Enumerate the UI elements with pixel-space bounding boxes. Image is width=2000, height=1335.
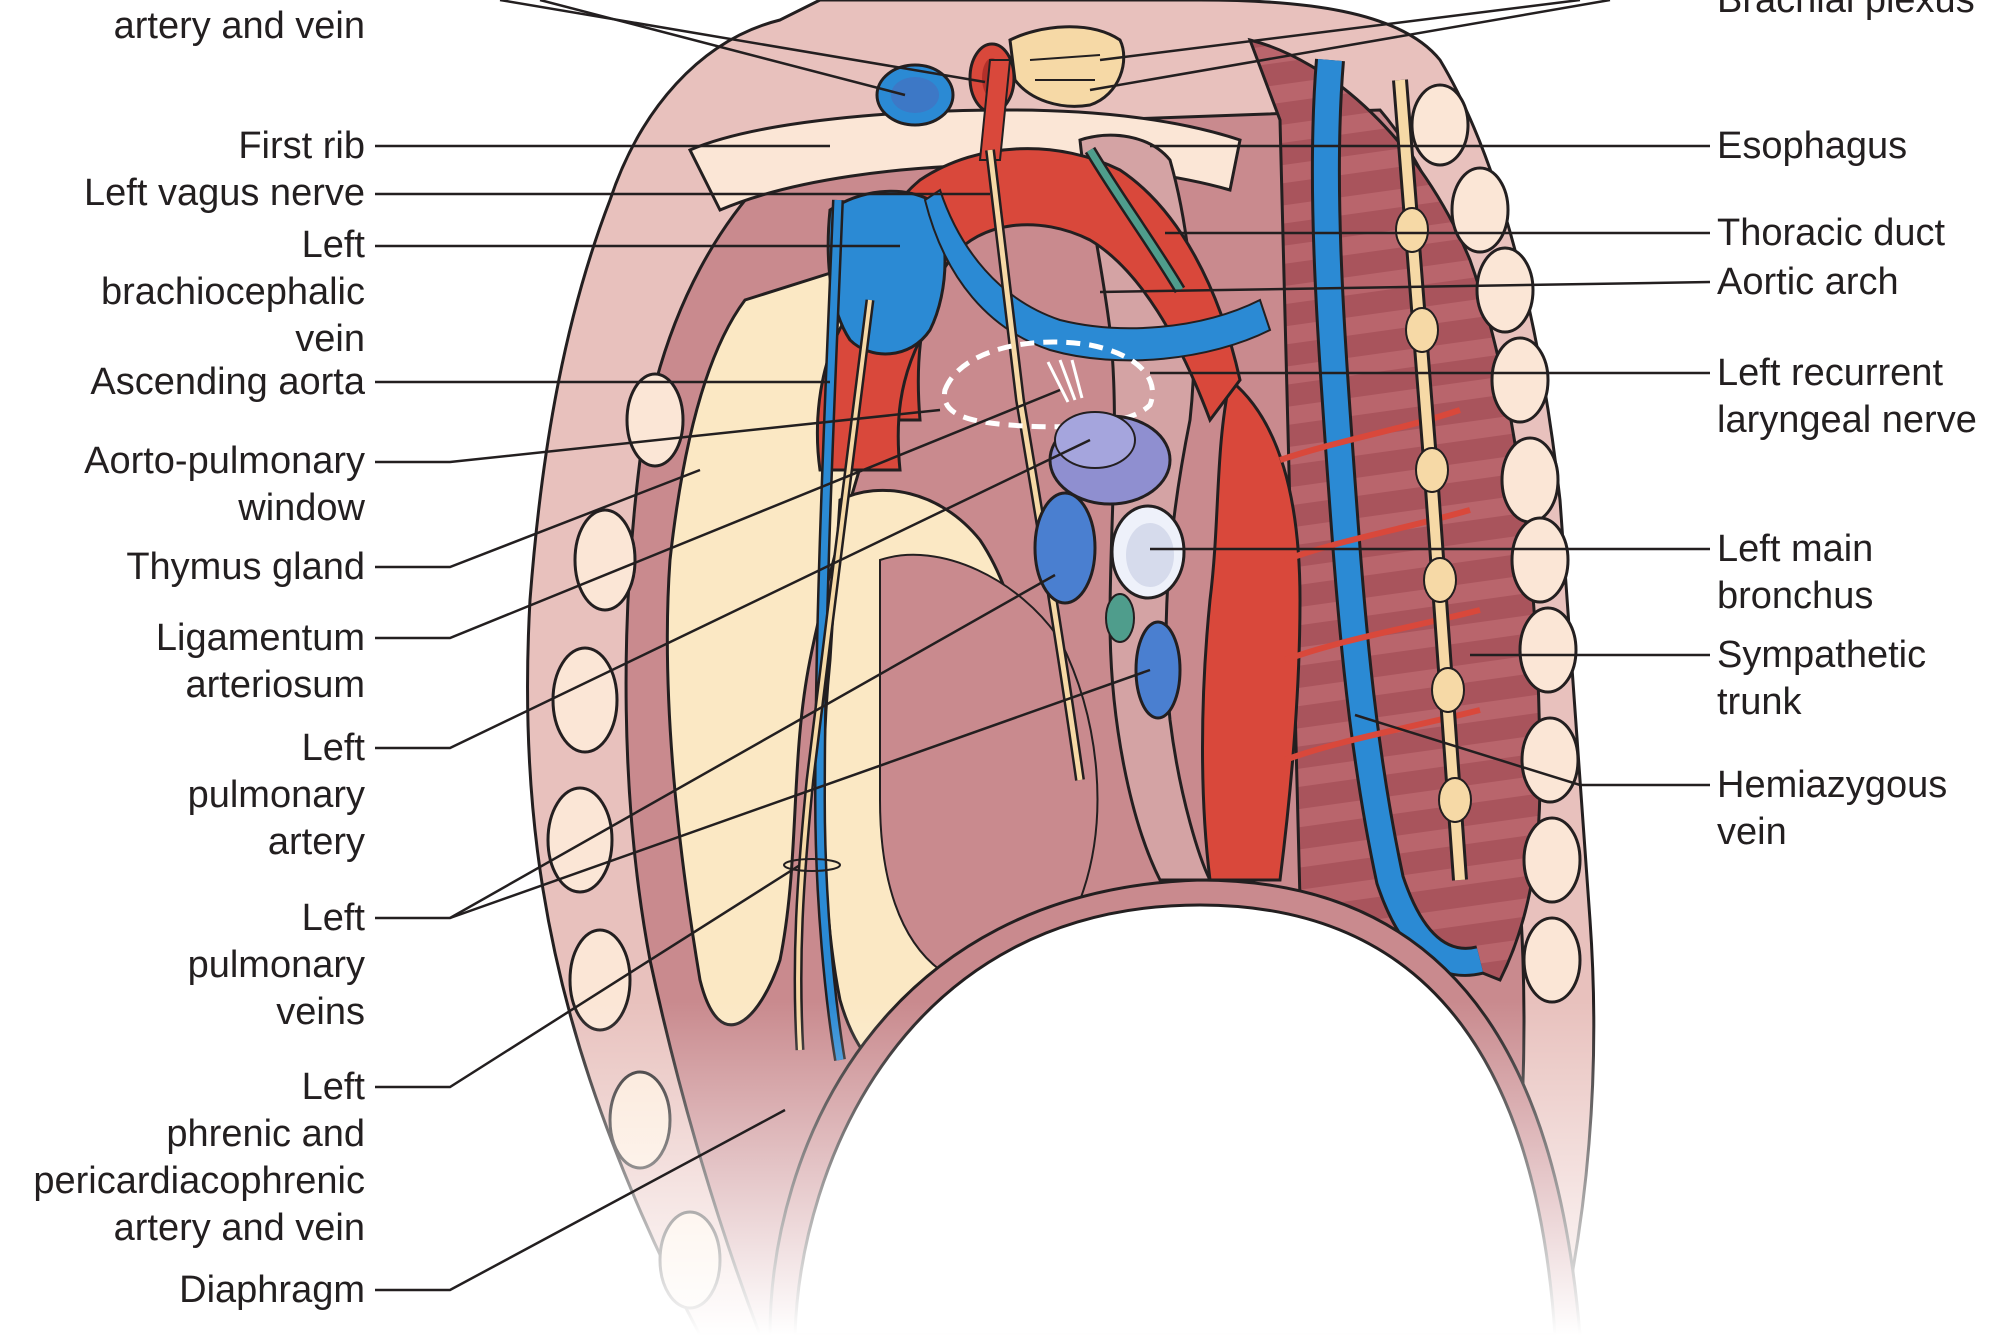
label-aortic-arch: Aortic arch	[1717, 261, 1899, 303]
label-left-phrenic-pericardiacophrenic: Left phrenic and pericardiacophrenic art…	[33, 1066, 365, 1249]
label-left-recurrent-laryngeal-nerve: Left recurrent laryngeal nerve	[1717, 352, 1977, 441]
label-left-pulmonary-veins: Left pulmonary veins	[187, 897, 365, 1033]
label-left-pulmonary-artery: Left pulmonary artery	[187, 727, 365, 863]
label-thymus-gland: Thymus gland	[126, 546, 365, 588]
label-first-rib: First rib	[238, 125, 365, 167]
label-sympathetic-trunk: Sympathetic trunk	[1717, 634, 1927, 723]
label-aorto-pulmonary-window: Aorto-pulmonary window	[84, 440, 365, 529]
label-hemiazygous-vein: Hemiazygous vein	[1717, 764, 1948, 853]
label-ascending-aorta: Ascending aorta	[90, 361, 365, 403]
label-ligamentum-arteriosum: Ligamentum arteriosum	[155, 617, 365, 706]
label-left-brachiocephalic-vein: Left brachiocephalic vein	[100, 224, 365, 360]
label-subclavian-artery-vein: artery and vein	[113, 5, 365, 47]
label-thoracic-duct: Thoracic duct	[1717, 212, 1946, 254]
leader-lines	[375, 0, 1711, 1292]
label-diaphragm: Diaphragm	[179, 1269, 365, 1311]
label-brachial-plexus: Brachial plexus	[1717, 0, 1975, 21]
label-esophagus: Esophagus	[1717, 125, 1908, 167]
label-left-main-bronchus: Left main bronchus	[1717, 528, 1874, 617]
label-left-vagus-nerve: Left vagus nerve	[84, 172, 365, 214]
